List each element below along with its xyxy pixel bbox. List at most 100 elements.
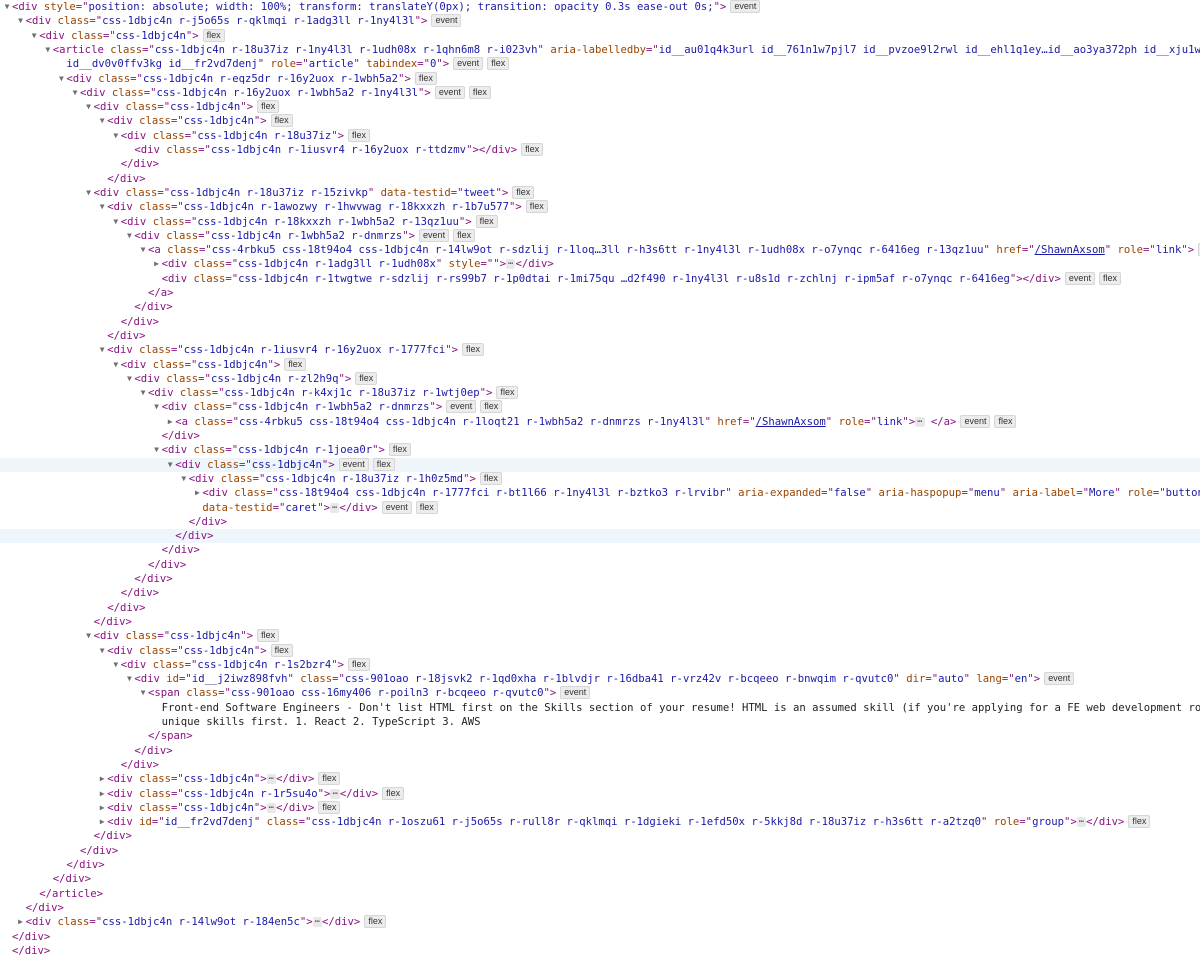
dom-node-row[interactable]: ▼<div class="css-1dbjc4n r-1joea0r">flex — [0, 443, 1200, 457]
dom-node-row[interactable]: ▼<div class="css-1dbjc4n r-1wbh5a2 r-dnm… — [0, 400, 1200, 414]
flex-badge[interactable]: flex — [1128, 815, 1151, 829]
dom-node-row[interactable]: ▼<div class="css-1dbjc4n r-j5o65s r-qklm… — [0, 14, 1200, 28]
disclosure-expanded-icon[interactable]: ▼ — [31, 30, 37, 40]
collapsed-children-ellipsis[interactable]: ⋯ — [312, 917, 323, 928]
disclosure-expanded-icon[interactable]: ▼ — [126, 230, 132, 240]
dom-node-row[interactable]: ▶<div class="css-1dbjc4n r-1iusvr4 r-16y… — [0, 143, 1200, 157]
disclosure-expanded-icon[interactable]: ▼ — [86, 102, 91, 112]
dom-node-row[interactable]: ▶</div> — [0, 558, 1200, 572]
dom-node-row[interactable]: ▶<div class="css-18t94o4 css-1dbjc4n r-1… — [0, 486, 1200, 500]
dom-node-row[interactable]: ▼<div class="css-1dbjc4n">flex — [0, 357, 1200, 372]
dom-node-row[interactable]: ▶</span> — [0, 729, 1200, 743]
disclosure-expanded-icon[interactable]: ▼ — [181, 473, 187, 483]
event-badge[interactable]: event — [446, 400, 477, 414]
attribute-link[interactable]: /ShawnAxsom — [1034, 244, 1105, 257]
dom-node-row[interactable]: ▶</div> — [0, 930, 1200, 944]
collapsed-children-ellipsis[interactable]: ⋯ — [915, 416, 925, 427]
dom-node-row[interactable]: ▶</div> — [0, 172, 1200, 186]
disclosure-expanded-icon[interactable]: ▼ — [99, 645, 105, 655]
disclosure-expanded-icon[interactable]: ▼ — [4, 2, 10, 11]
dom-node-row[interactable]: ▼<div class="css-1dbjc4n">flex — [0, 28, 1200, 43]
event-badge[interactable]: event — [453, 57, 484, 71]
dom-node-row[interactable]: ▶</div> — [0, 329, 1200, 343]
dom-node-row[interactable]: ▶</div> — [0, 872, 1200, 886]
disclosure-collapsed-icon[interactable]: ▶ — [167, 416, 173, 426]
dom-node-row[interactable]: ▼<a class="css-4rbku5 css-18t94o4 css-1d… — [0, 243, 1200, 257]
dom-node-row[interactable]: ▶</div> — [0, 829, 1200, 843]
flex-badge[interactable]: flex — [453, 228, 476, 242]
flex-badge[interactable]: flex — [521, 143, 544, 156]
dom-node-row[interactable]: ▶Front-end Software Engineers - Don't li… — [0, 701, 1200, 715]
flex-badge[interactable]: flex — [525, 200, 548, 214]
disclosure-expanded-icon[interactable]: ▼ — [126, 373, 132, 383]
flex-badge[interactable]: flex — [348, 128, 371, 142]
dom-node-row[interactable]: ▼<span class="css-901oao css-16my406 r-p… — [0, 686, 1200, 700]
disclosure-expanded-icon[interactable]: ▼ — [99, 116, 105, 126]
collapsed-children-ellipsis[interactable]: ⋯ — [1076, 817, 1087, 828]
dom-node-row[interactable]: ▼<div class="css-1dbjc4n r-18u37iz r-15z… — [0, 185, 1200, 200]
disclosure-collapsed-icon[interactable]: ▶ — [194, 488, 200, 498]
disclosure-collapsed-icon[interactable]: ▶ — [99, 788, 105, 798]
event-badge[interactable]: event — [960, 414, 991, 428]
dom-node-row[interactable]: ▶</div> — [0, 901, 1200, 915]
disclosure-expanded-icon[interactable]: ▼ — [154, 445, 159, 455]
dom-node-row[interactable]: ▼<div id="id__j2iwz898fvh" class="css-90… — [0, 672, 1200, 686]
dom-node-row[interactable]: ▶</div> — [0, 429, 1200, 443]
event-badge[interactable]: event — [419, 228, 450, 242]
dom-node-row[interactable]: ▼<div class="css-1dbjc4n r-1s2bzr4">flex — [0, 657, 1200, 672]
disclosure-expanded-icon[interactable]: ▼ — [140, 245, 146, 255]
dom-node-row[interactable]: ▶</div> — [0, 601, 1200, 615]
event-badge[interactable]: event — [1044, 672, 1075, 686]
disclosure-expanded-icon[interactable]: ▼ — [58, 73, 64, 83]
disclosure-collapsed-icon[interactable]: ▶ — [99, 774, 105, 784]
disclosure-expanded-icon[interactable]: ▼ — [99, 345, 105, 355]
disclosure-expanded-icon[interactable]: ▼ — [86, 187, 91, 197]
disclosure-expanded-icon[interactable]: ▼ — [72, 87, 78, 97]
flex-badge[interactable]: flex — [318, 772, 341, 786]
flex-badge[interactable]: flex — [270, 643, 293, 657]
dom-node-row[interactable]: ▼<div class="css-1dbjc4n r-k4xj1c r-18u3… — [0, 386, 1200, 400]
disclosure-collapsed-icon[interactable]: ▶ — [99, 817, 105, 827]
flex-badge[interactable]: flex — [372, 457, 395, 471]
dom-node-row[interactable]: ▶</div> — [0, 615, 1200, 629]
dom-node-row[interactable]: ▼<div class="css-1dbjc4n">flex — [0, 100, 1200, 114]
collapsed-children-ellipsis[interactable]: ⋯ — [506, 259, 516, 270]
flex-badge[interactable]: flex — [202, 28, 225, 42]
flex-badge[interactable]: flex — [257, 629, 280, 643]
collapsed-children-ellipsis[interactable]: ⋯ — [330, 788, 340, 799]
flex-badge[interactable]: flex — [348, 657, 371, 671]
disclosure-expanded-icon[interactable]: ▼ — [140, 388, 146, 398]
disclosure-expanded-icon[interactable]: ▼ — [45, 44, 51, 54]
flex-badge[interactable]: flex — [479, 471, 502, 485]
flex-badge[interactable]: flex — [415, 500, 438, 514]
dom-node-row[interactable]: ▶</div> — [0, 515, 1200, 529]
dom-node-row[interactable]: ▶</div> — [0, 529, 1200, 544]
dom-node-row[interactable]: ▶<div class="css-1dbjc4n r-1r5su4o">⋯</d… — [0, 786, 1200, 801]
dom-node-row[interactable]: ▼<div class="css-1dbjc4n r-18u37iz r-1h0… — [0, 471, 1200, 486]
event-badge[interactable]: event — [381, 500, 412, 514]
flex-badge[interactable]: flex — [388, 443, 411, 457]
dom-node-row[interactable]: ▶</div> — [0, 157, 1200, 171]
disclosure-collapsed-icon[interactable]: ▶ — [18, 917, 23, 927]
dom-node-row[interactable]: ▼<article class="css-1dbjc4n r-18u37iz r… — [0, 43, 1200, 57]
flex-badge[interactable]: flex — [468, 85, 491, 99]
dom-node-row[interactable]: ▶</article> — [0, 887, 1200, 901]
dom-node-row[interactable]: ▼<div style="position: absolute; width: … — [0, 0, 1200, 14]
flex-badge[interactable]: flex — [475, 214, 498, 228]
event-badge[interactable]: event — [338, 457, 369, 471]
flex-badge[interactable]: flex — [364, 915, 387, 929]
disclosure-expanded-icon[interactable]: ▼ — [113, 130, 119, 140]
dom-node-row[interactable]: ▶</div> — [0, 844, 1200, 858]
dom-node-row[interactable]: ▶<div id="id__fr2vd7denj" class="css-1db… — [0, 815, 1200, 829]
dom-node-row[interactable]: ▼<div class="css-1dbjc4n r-16y2uox r-1wb… — [0, 85, 1200, 100]
dom-node-row[interactable]: ▼<div class="css-1dbjc4n r-eqz5dr r-16y2… — [0, 71, 1200, 86]
dom-node-row[interactable]: ▶</a> — [0, 286, 1200, 300]
dom-node-row[interactable]: ▼<div class="css-1dbjc4n">flex — [0, 114, 1200, 128]
disclosure-expanded-icon[interactable]: ▼ — [86, 631, 91, 641]
flex-badge[interactable]: flex — [318, 800, 341, 814]
flex-badge[interactable]: flex — [496, 386, 519, 400]
dom-node-row[interactable]: ▶</div> — [0, 586, 1200, 600]
dom-node-row[interactable]: ▶unique skills first. 1. React 2. TypeSc… — [0, 715, 1200, 729]
